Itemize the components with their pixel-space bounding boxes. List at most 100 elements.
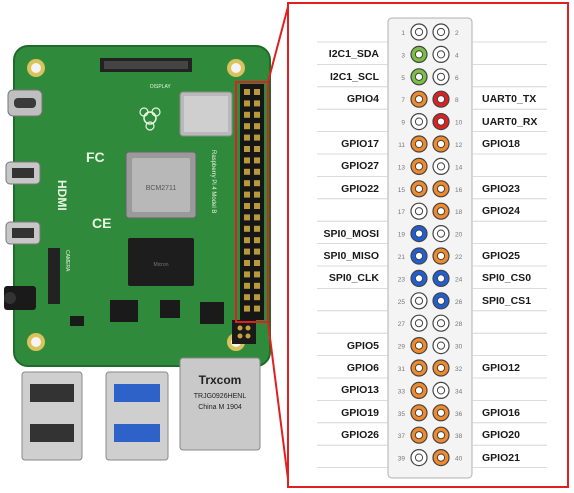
pin-label: UART0_RX bbox=[482, 115, 538, 128]
silk-fcc: FC bbox=[86, 149, 105, 165]
pin-number: 30 bbox=[455, 344, 463, 351]
board-header-pin bbox=[244, 191, 250, 198]
pin-label: GPIO24 bbox=[482, 205, 520, 218]
pin-number: 12 bbox=[455, 142, 463, 149]
board-header-pin bbox=[254, 248, 260, 255]
pin-number: 4 bbox=[455, 52, 459, 59]
pin-label: GPIO13 bbox=[341, 384, 379, 397]
soc-label: BCM2711 bbox=[146, 185, 177, 192]
pin-label: SPI0_CS0 bbox=[482, 272, 532, 285]
pin-number: 22 bbox=[455, 254, 463, 261]
board-header-pin bbox=[244, 294, 250, 301]
pcb-shade bbox=[13, 45, 271, 367]
pin-number: 37 bbox=[398, 433, 406, 440]
pin-number: 19 bbox=[398, 232, 406, 239]
silk-hdmi: HDMI bbox=[55, 180, 69, 211]
pin-label: I2C1_SDA bbox=[328, 48, 379, 61]
pin-hole bbox=[414, 341, 424, 350]
pin-number: 5 bbox=[401, 75, 405, 82]
pin-label: GPIO16 bbox=[482, 406, 520, 419]
board-header-pin bbox=[244, 260, 250, 266]
pin-number: 16 bbox=[455, 187, 463, 194]
pin-hole bbox=[414, 229, 424, 238]
audio-jack bbox=[4, 286, 36, 310]
pin-hole bbox=[414, 95, 424, 104]
board-header-pin bbox=[254, 225, 260, 232]
board-header-pin bbox=[254, 134, 260, 141]
pin-hole bbox=[414, 319, 424, 328]
ram-label: Micron bbox=[153, 262, 168, 268]
pin-number: 35 bbox=[398, 411, 406, 418]
pin-label: GPIO6 bbox=[346, 362, 379, 374]
pin-hole bbox=[414, 184, 424, 193]
pin-number: 2 bbox=[455, 30, 459, 37]
pin-number: 10 bbox=[455, 120, 463, 127]
pin-number: 27 bbox=[398, 321, 406, 328]
board-header-pin bbox=[254, 305, 260, 312]
pin-label: I2C1_SCL bbox=[329, 70, 379, 83]
pin-number: 7 bbox=[401, 97, 405, 104]
ethernet-jack bbox=[179, 357, 261, 451]
pin-label: GPIO26 bbox=[341, 429, 379, 442]
pin-hole bbox=[436, 50, 446, 59]
silk-display: DISPLAY bbox=[150, 84, 171, 90]
pin-number: 34 bbox=[455, 388, 463, 395]
pin-hole bbox=[436, 386, 446, 395]
board-header-pin bbox=[254, 146, 260, 152]
pin-hole bbox=[414, 139, 424, 149]
pin-hole bbox=[436, 139, 446, 149]
pin-number: 31 bbox=[398, 366, 406, 373]
silk-camera: CAMERA bbox=[64, 250, 70, 272]
raspberry-pi-board: DISPLAY HDMI FC CE BCM2711 Micron CAMERA… bbox=[4, 45, 271, 461]
board-header-pin bbox=[244, 214, 250, 221]
pin-hole bbox=[436, 72, 446, 81]
ram-chip bbox=[128, 238, 194, 286]
pin-number: 25 bbox=[398, 299, 406, 306]
pin-label: GPIO5 bbox=[346, 339, 379, 352]
pin-label: UART0_TX bbox=[482, 93, 537, 106]
pin-label: GPIO20 bbox=[482, 429, 520, 442]
pin-hole bbox=[414, 274, 424, 283]
pin-label: GPIO22 bbox=[341, 182, 379, 195]
board-header-pin bbox=[244, 134, 250, 141]
pin-number: 1 bbox=[401, 30, 405, 37]
pin-hole bbox=[436, 274, 446, 283]
pin-number: 18 bbox=[455, 209, 463, 216]
pin-hole bbox=[414, 296, 424, 305]
pin-hole bbox=[436, 117, 446, 126]
board-header-pin bbox=[244, 225, 250, 232]
pin-number: 24 bbox=[455, 276, 463, 283]
header-body bbox=[387, 17, 473, 479]
pin-hole bbox=[414, 72, 424, 81]
pin-number: 39 bbox=[398, 456, 406, 463]
board-header-pin bbox=[244, 168, 250, 175]
board-header-pin bbox=[244, 111, 250, 118]
pin-hole bbox=[414, 27, 424, 37]
board-header-pin bbox=[254, 111, 260, 118]
pin-label: SPI0_MOSI bbox=[323, 227, 379, 240]
pin-hole bbox=[436, 95, 446, 104]
gpio-header-board bbox=[240, 84, 264, 320]
pin-number: 40 bbox=[455, 456, 463, 463]
board-header-pin bbox=[244, 146, 250, 152]
pin-hole bbox=[414, 162, 424, 171]
pin-number: 9 bbox=[401, 120, 405, 127]
pin-hole bbox=[414, 117, 424, 126]
camera-connector bbox=[48, 248, 60, 304]
board-header-pin bbox=[244, 89, 250, 95]
pin-number: 11 bbox=[398, 142, 405, 149]
pin-hole bbox=[436, 296, 446, 305]
pin-hole bbox=[436, 408, 446, 417]
board-header-pin bbox=[244, 123, 250, 130]
pin-label: GPIO19 bbox=[341, 406, 379, 419]
pin-hole bbox=[436, 207, 446, 216]
pin-hole bbox=[414, 251, 424, 261]
board-header-pin bbox=[254, 157, 260, 164]
pin-label: GPIO18 bbox=[482, 138, 520, 150]
board-header-pin bbox=[254, 260, 260, 266]
pin-number: 21 bbox=[398, 254, 406, 261]
pin-hole bbox=[414, 50, 424, 59]
board-header-pin bbox=[254, 180, 260, 187]
